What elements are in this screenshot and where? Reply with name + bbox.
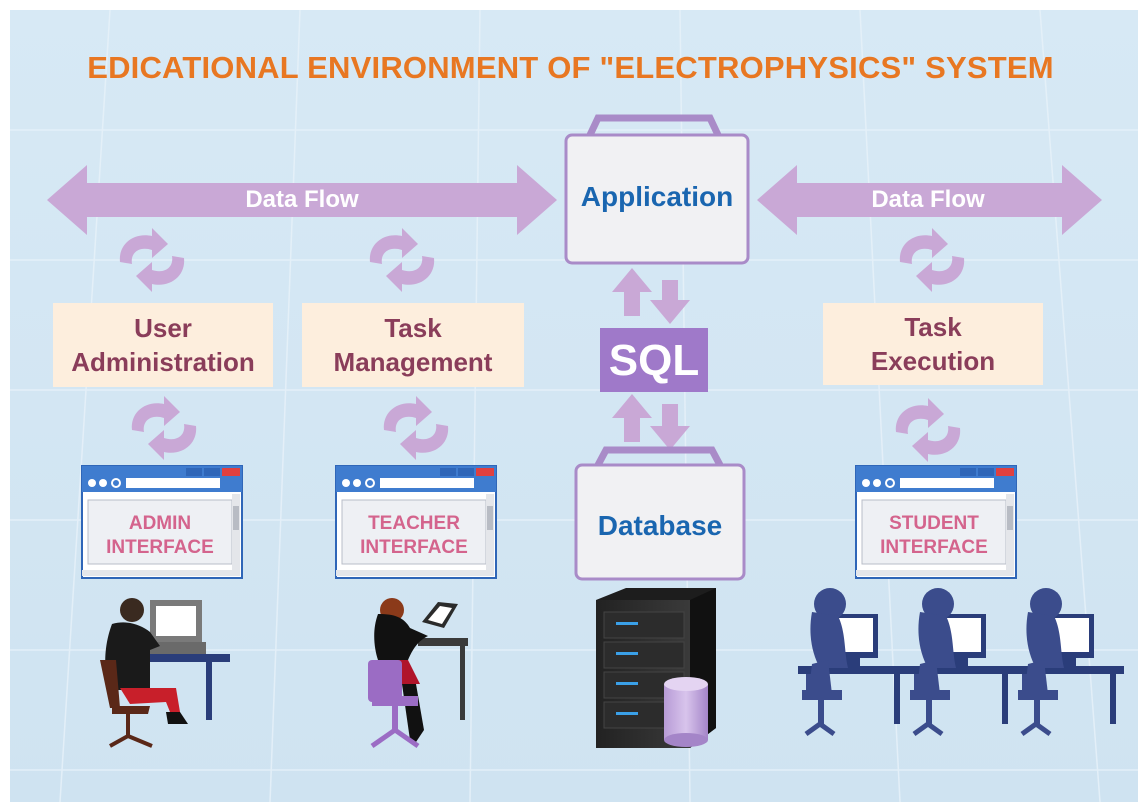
interface-line: INTERFACE	[106, 537, 214, 558]
teacher-person-icon	[368, 598, 468, 749]
data-flow-label-right: Data Flow	[871, 186, 985, 213]
interface-line: TEACHER	[368, 513, 460, 534]
module-line: Administration	[71, 347, 255, 377]
application-label: Application	[580, 181, 734, 212]
module-line: Execution	[870, 346, 996, 376]
module-line: Management	[333, 347, 493, 377]
sql-box: SQL	[600, 328, 708, 392]
sql-app-arrows	[612, 268, 690, 324]
student-interface-label: STUDENT INTERFACE	[862, 512, 1006, 560]
server-icon	[596, 588, 716, 748]
data-flow-label-left: Data Flow	[245, 186, 359, 213]
module-line: Task	[384, 313, 442, 343]
database-box	[574, 446, 746, 581]
data-flow-arrow-left	[47, 165, 557, 235]
task-execution-module: Task Execution	[823, 303, 1043, 385]
admin-interface-label: ADMIN INTERFACE	[88, 512, 232, 560]
module-line: User	[134, 313, 192, 343]
teacher-interface-label: TEACHER INTERFACE	[342, 512, 486, 560]
database-label: Database	[597, 510, 723, 541]
interface-line: INTERFACE	[360, 537, 468, 558]
module-line: Task	[904, 312, 962, 342]
data-flow-arrow-right	[757, 165, 1102, 235]
interface-line: ADMIN	[128, 513, 192, 534]
sql-db-arrows	[612, 394, 690, 450]
page-title: EDICATIONAL ENVIRONMENT OF "ELECTROPHYSI…	[87, 50, 1054, 85]
background	[10, 10, 1138, 802]
task-management-module: Task Management	[302, 303, 524, 387]
interface-line: STUDENT	[889, 513, 979, 534]
user-admin-person-icon	[100, 598, 230, 748]
interface-line: INTERFACE	[880, 537, 988, 558]
user-administration-module: User Administration	[53, 303, 273, 387]
application-box	[564, 114, 750, 265]
